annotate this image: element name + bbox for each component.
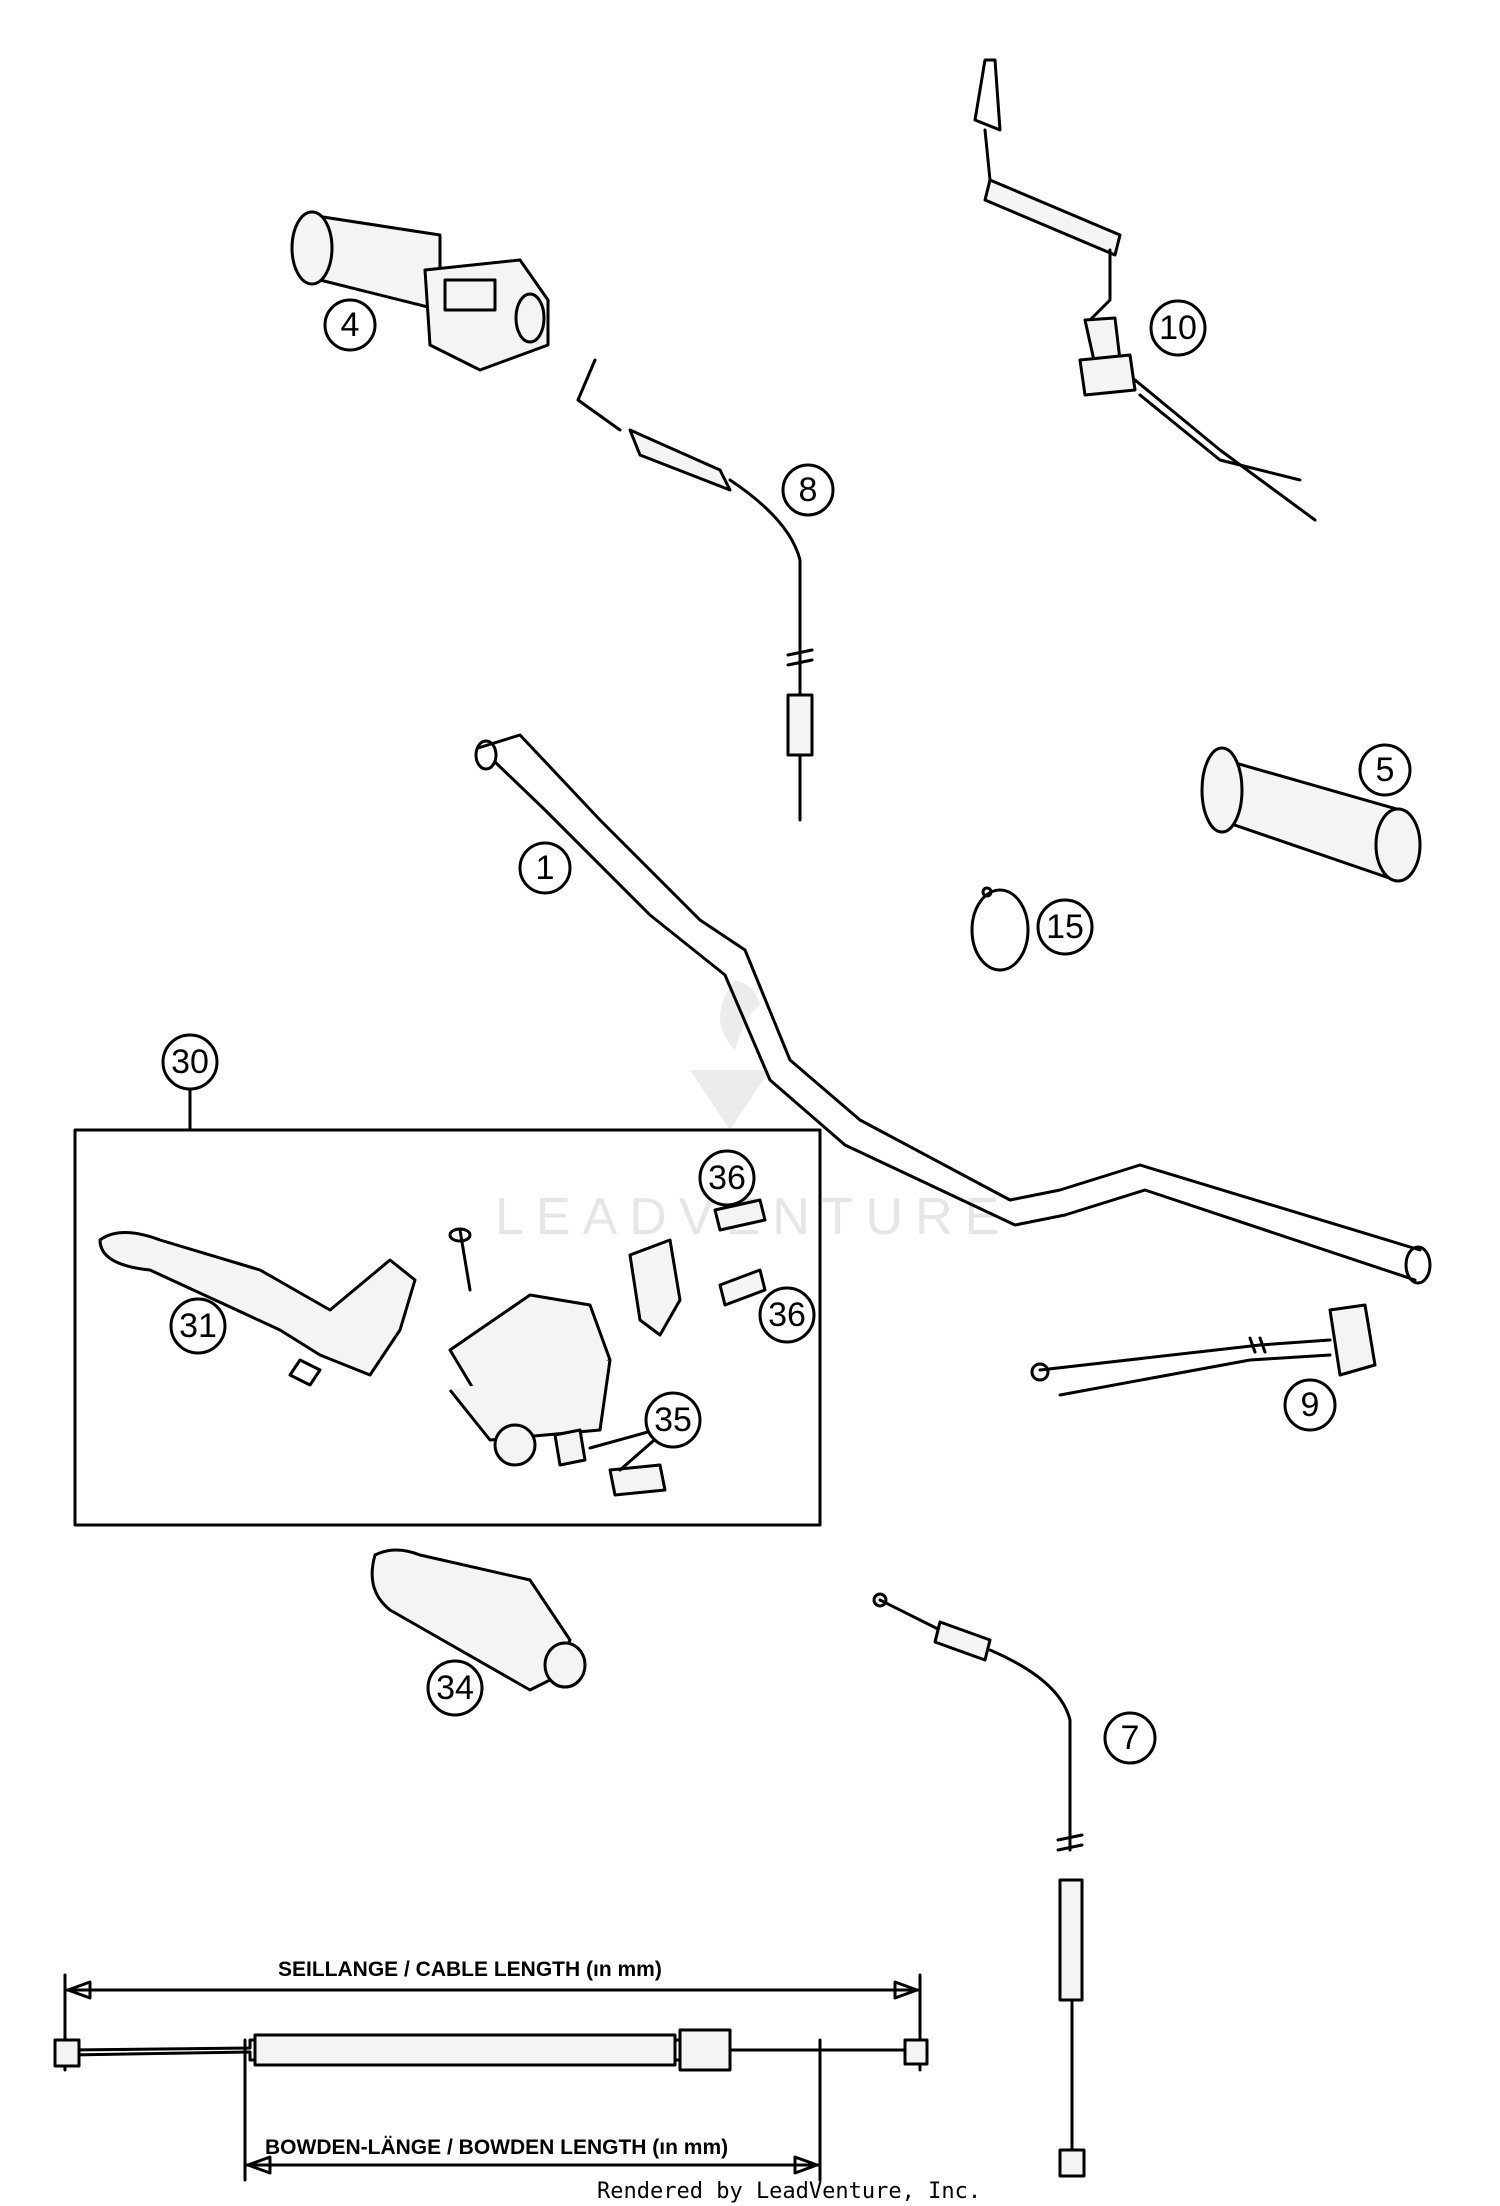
callout-7[interactable]: 7 [1103,1711,1157,1765]
callout-4-number: 4 [341,306,360,344]
callout-7-number: 7 [1121,1719,1140,1757]
handlebar[interactable] [474,733,1432,1285]
grip-clamp[interactable] [970,886,1030,972]
bowden-length-label: BOWDEN-LÄNGE / BOWDEN LENGTH (ın mm) [265,2136,728,2159]
callout-10-number: 10 [1159,309,1197,347]
callout-36-upper-number: 36 [708,1159,746,1197]
kill-switch-lanyard[interactable] [973,58,1317,522]
callout-1-number: 1 [536,849,555,887]
callout-8-number: 8 [799,471,818,509]
lever-boot[interactable] [370,1548,587,1692]
adjuster-screw-and-nut[interactable] [553,1428,667,1497]
handlebar-switch[interactable] [1030,1303,1377,1397]
clutch-perch[interactable] [448,1227,682,1467]
callout-30[interactable]: 30 [161,1033,219,1091]
throttle-grip[interactable] [290,210,550,372]
clutch-cable[interactable] [872,1592,1086,2178]
callout-4[interactable]: 4 [323,298,377,352]
callout-8[interactable]: 8 [781,463,835,517]
callout-9-number: 9 [1301,1386,1320,1424]
clutch-lever[interactable] [98,1231,417,1387]
callout-1[interactable]: 1 [518,841,572,895]
cable-length-dimension: SEILLANGE / CABLE LENGTH (ın mm) BOWDEN-… [53,1958,929,2182]
callout-10[interactable]: 10 [1149,299,1207,357]
callout-5-number: 5 [1376,751,1395,789]
footer-credit: Rendered by LeadVenture, Inc. [597,2179,981,2204]
callout-34[interactable]: 34 [426,1659,484,1717]
throttle-cable[interactable] [576,358,814,822]
callout-36-upper[interactable]: 36 [698,1149,756,1207]
callout-15-number: 15 [1046,908,1084,946]
callout-9[interactable]: 9 [1283,1378,1337,1432]
callout-36-lower-number: 36 [768,1296,806,1334]
callout-34-number: 34 [436,1669,474,1707]
callout-5[interactable]: 5 [1358,743,1412,797]
callout-36-lower[interactable]: 36 [758,1286,816,1344]
callout-35[interactable]: 35 [644,1391,702,1449]
cable-length-label: SEILLANGE / CABLE LENGTH (ın mm) [278,1958,662,1981]
callout-30-number: 30 [171,1043,209,1081]
clutch-assembly-frame [73,1128,822,1527]
clamp-screws[interactable] [713,1198,767,1307]
callout-15[interactable]: 15 [1036,898,1094,956]
left-grip[interactable] [1200,746,1422,883]
callout-35-number: 35 [654,1401,692,1439]
callout-31-number: 31 [179,1307,217,1345]
callout-31[interactable]: 31 [169,1297,227,1355]
